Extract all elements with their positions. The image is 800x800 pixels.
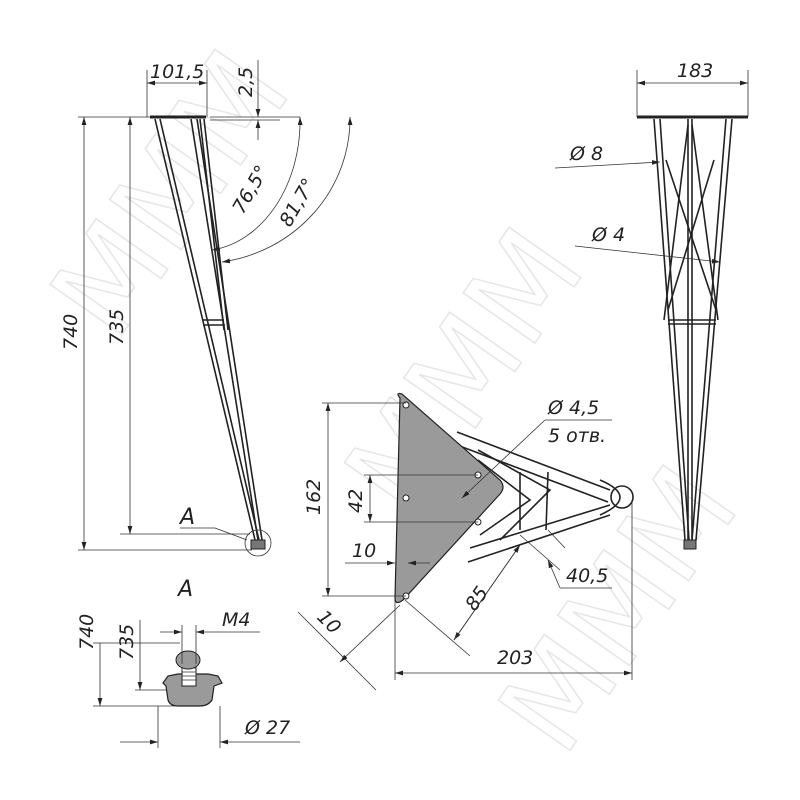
front-top-width: 183 — [677, 60, 713, 82]
side-plate-thickness: 2,5 — [235, 67, 257, 97]
side-top-width: 101,5 — [150, 61, 204, 83]
hole-diameter: Ø 4,5 — [547, 397, 599, 419]
diagonal-offset: 10 — [312, 606, 345, 639]
strut-offset: 40,5 — [566, 565, 608, 587]
side-leg-height: 735 — [106, 309, 128, 345]
hole-spacing: 42 — [345, 489, 367, 513]
side-total-height: 740 — [60, 314, 82, 350]
thread-size: M4 — [222, 609, 250, 631]
detail-leg-height: 735 — [116, 624, 138, 660]
detail-a: A 740 735 M4 Ø 27 — [76, 577, 300, 748]
side-angle-outer: 81,7° — [275, 175, 320, 231]
front-rod-thin: Ø 4 — [591, 224, 625, 246]
detail-marker: A — [178, 505, 195, 530]
diagonal-length: 85 — [461, 582, 493, 614]
front-view: 183 Ø 8 Ø 4 — [554, 60, 749, 550]
detail-total-height: 740 — [76, 614, 98, 650]
hole-edge-offset: 10 — [352, 540, 376, 562]
plate-height: 162 — [303, 479, 325, 515]
front-rod-thick: Ø 8 — [569, 143, 603, 165]
hole-count: 5 отв. — [548, 425, 606, 447]
total-length: 203 — [497, 647, 533, 669]
foot-diameter: Ø 27 — [244, 717, 290, 739]
detail-title: A — [176, 577, 193, 602]
